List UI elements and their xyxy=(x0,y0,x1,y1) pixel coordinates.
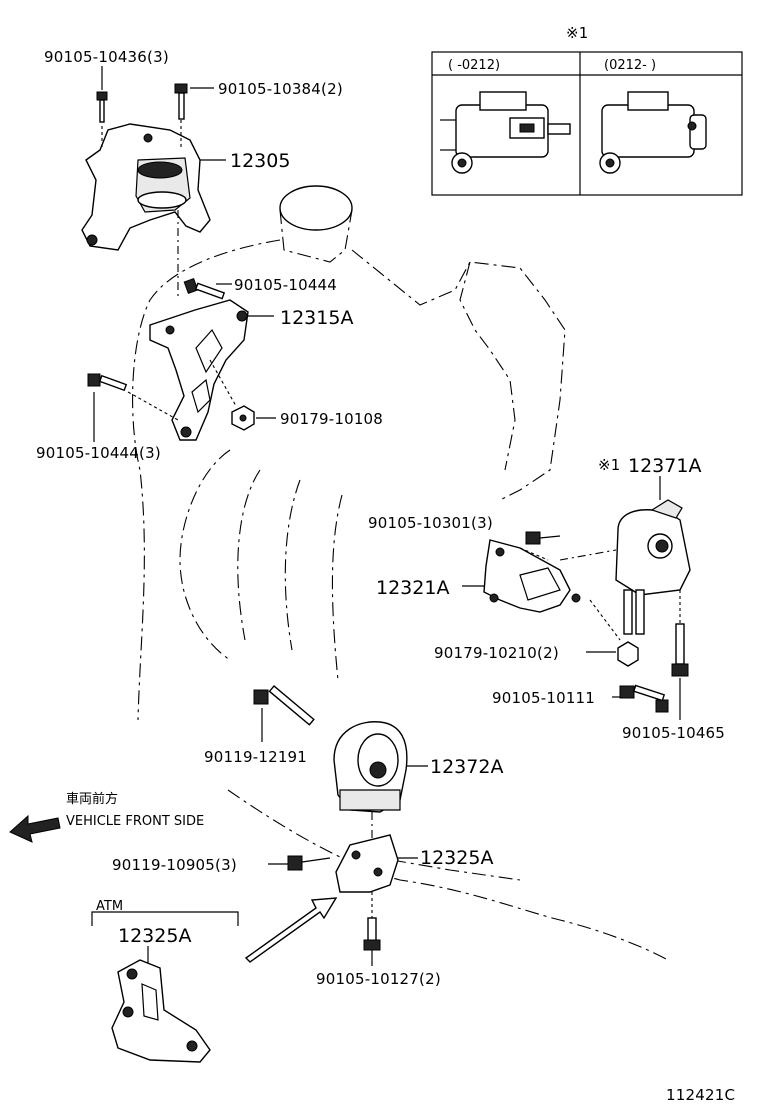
bolt-90105-10436 xyxy=(96,91,108,150)
callout-90179-10108: 90179-10108 xyxy=(280,410,383,428)
callout-12371A-mark: ※1 xyxy=(598,456,621,474)
engine-mount-12372A xyxy=(333,721,408,813)
bracket-12321A xyxy=(483,539,581,613)
callout-90105-10301: 90105-10301(3) xyxy=(368,514,493,532)
atm-label: ATM xyxy=(96,899,123,914)
inset-mark: ※1 xyxy=(566,24,589,42)
bracket-12315A xyxy=(149,299,249,441)
engine-outline xyxy=(132,185,669,961)
bolt-90105-10444-upper xyxy=(183,278,226,300)
direction-pointer-arrow xyxy=(244,897,338,963)
bolt-90105-10384 xyxy=(174,83,188,150)
callout-90105-10465: 90105-10465 xyxy=(622,724,725,742)
callout-90105-10436: 90105-10436(3) xyxy=(44,48,169,66)
bolt-90105-10465 xyxy=(671,590,689,677)
bolt-90105-10111 xyxy=(619,684,669,713)
engine-mount-12371A xyxy=(615,499,691,635)
bolt-90105-10127 xyxy=(363,892,381,951)
atm-part-number: 12325A xyxy=(118,925,191,947)
inset-left-header: ( -0212) xyxy=(448,58,500,73)
inset-right-header: (0212- ) xyxy=(604,58,656,73)
callout-90119-12191: 90119-12191 xyxy=(204,748,307,766)
callout-12305: 12305 xyxy=(230,150,290,172)
callout-90179-10210: 90179-10210(2) xyxy=(434,644,559,662)
callout-90105-10444-upper: 90105-10444 xyxy=(234,276,337,294)
bolt-90119-12191 xyxy=(253,685,315,726)
bracket-12325A-atm xyxy=(111,959,211,1063)
callout-12321A: 12321A xyxy=(376,577,449,599)
nut-90179-10108 xyxy=(231,405,255,431)
nut-90179-10210 xyxy=(617,641,639,667)
atm-panel: ATM 12325A xyxy=(91,899,239,1063)
vehicle-front-indicator: 車両前方 VEHICLE FRONT SIDE xyxy=(9,791,204,843)
bolt-90105-10301 xyxy=(519,531,561,561)
callout-12371A: 12371A xyxy=(628,455,701,477)
callout-12325A: 12325A xyxy=(420,847,493,869)
callout-90105-10384: 90105-10384(2) xyxy=(218,80,343,98)
bolt-90105-10444-left xyxy=(87,373,179,421)
leader-lines xyxy=(93,66,681,966)
inset-mount-variant-early xyxy=(440,91,571,174)
callout-90105-10444-left: 90105-10444(3) xyxy=(36,444,161,462)
callout-90105-10127: 90105-10127(2) xyxy=(316,970,441,988)
callout-12372A: 12372A xyxy=(430,756,503,778)
callout-90105-10111: 90105-10111 xyxy=(492,689,595,707)
callout-12315A: 12315A xyxy=(280,307,353,329)
vehicle-front-label-jp: 車両前方 xyxy=(66,791,118,807)
inset-mount-variant-late xyxy=(599,91,707,174)
callout-90119-10905: 90119-10905(3) xyxy=(112,856,237,874)
bracket-12325A xyxy=(335,834,399,893)
bolt-90119-10905 xyxy=(287,855,331,871)
inset-panel: ※1 ( -0212) (0212- ) xyxy=(431,24,743,196)
engine-mount-12305 xyxy=(81,123,211,251)
vehicle-front-label-en: VEHICLE FRONT SIDE xyxy=(66,814,204,829)
diagram-id: 112421C xyxy=(666,1086,735,1104)
